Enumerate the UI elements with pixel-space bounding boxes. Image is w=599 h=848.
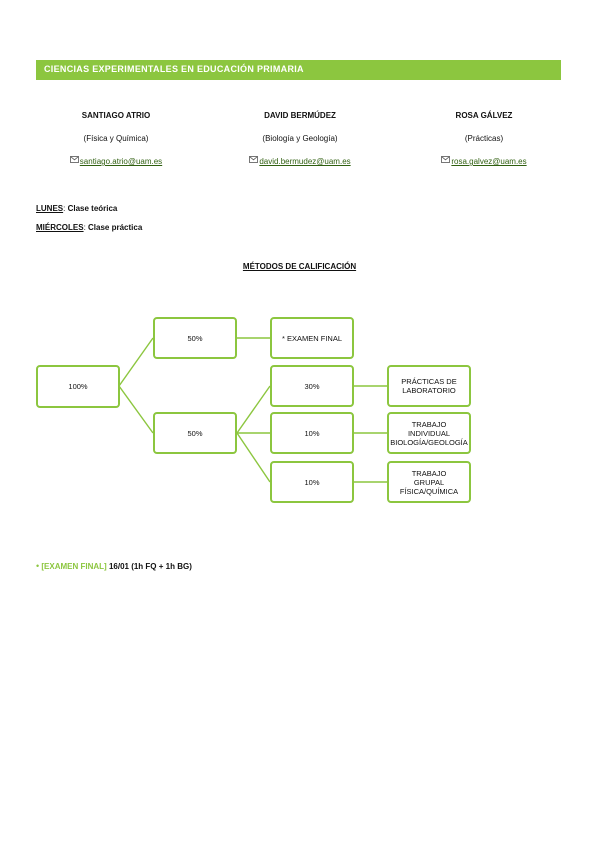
mail-icon xyxy=(249,156,259,163)
node-lab-practice: PRÁCTICAS DE LABORATORIO xyxy=(387,365,471,407)
professor-email-row: santiago.atrio@uam.es xyxy=(41,156,191,166)
professor-email-link[interactable]: david.bermudez@uam.es xyxy=(259,157,351,166)
node-total: 100% xyxy=(36,365,120,408)
final-exam-date: 16/01 (1h FQ + 1h BG) xyxy=(108,562,192,571)
schedule-day: LUNES xyxy=(36,204,64,213)
node-group-work: TRABAJO GRUPAL FÍSICA/QUÍMICA xyxy=(387,461,471,503)
course-title: CIENCIAS EXPERIMENTALES EN EDUCACIÓN PRI… xyxy=(44,64,304,74)
professor-galvez: ROSA GÁLVEZ (Prácticas) rosa.galvez@uam.… xyxy=(409,111,559,166)
schedule-desc: Clase práctica xyxy=(88,223,143,232)
professor-name: DAVID BERMÚDEZ xyxy=(264,111,336,120)
mail-icon xyxy=(69,156,79,163)
professor-email-link[interactable]: rosa.galvez@uam.es xyxy=(451,157,527,166)
mail-icon xyxy=(441,156,451,163)
node-individual-weight: 10% xyxy=(270,412,354,454)
professor-subject: (Física y Química) xyxy=(83,134,149,143)
professor-bermudez: DAVID BERMÚDEZ (Biología y Geología) dav… xyxy=(225,111,375,166)
final-exam-label: [EXAMEN FINAL] xyxy=(41,562,107,571)
node-lab-weight: 30% xyxy=(270,365,354,407)
bullet-icon: • xyxy=(36,561,40,571)
schedule-monday: LUNES: Clase teórica xyxy=(36,204,118,213)
final-exam-note: • [EXAMEN FINAL] 16/01 (1h FQ + 1h BG) xyxy=(36,561,192,571)
professor-name: ROSA GÁLVEZ xyxy=(455,111,513,120)
grading-methods-title: MÉTODOS DE CALIFICACIÓN xyxy=(242,262,357,271)
schedule-wednesday: MIÉRCOLES: Clase práctica xyxy=(36,223,143,232)
node-exam-weight: 50% xyxy=(153,317,237,359)
header-banner: CIENCIAS EXPERIMENTALES EN EDUCACIÓN PRI… xyxy=(36,60,561,80)
professor-subject: (Prácticas) xyxy=(464,134,504,143)
node-final-exam: * EXAMEN FINAL xyxy=(270,317,354,359)
node-group-weight: 10% xyxy=(270,461,354,503)
professor-email-row: rosa.galvez@uam.es xyxy=(409,156,559,166)
professor-atrio: SANTIAGO ATRIO (Física y Química) santia… xyxy=(41,111,191,166)
professor-email-link[interactable]: santiago.atrio@uam.es xyxy=(79,157,163,166)
professor-email-row: david.bermudez@uam.es xyxy=(225,156,375,166)
node-individual-work: TRABAJO INDIVIDUAL BIOLOGÍA/GEOLOGÍA xyxy=(387,412,471,454)
schedule-desc: Clase teórica xyxy=(67,204,118,213)
node-coursework-weight: 50% xyxy=(153,412,237,454)
schedule-day: MIÉRCOLES xyxy=(36,223,84,232)
professor-subject: (Biología y Geología) xyxy=(262,134,338,143)
professor-name: SANTIAGO ATRIO xyxy=(81,111,151,120)
